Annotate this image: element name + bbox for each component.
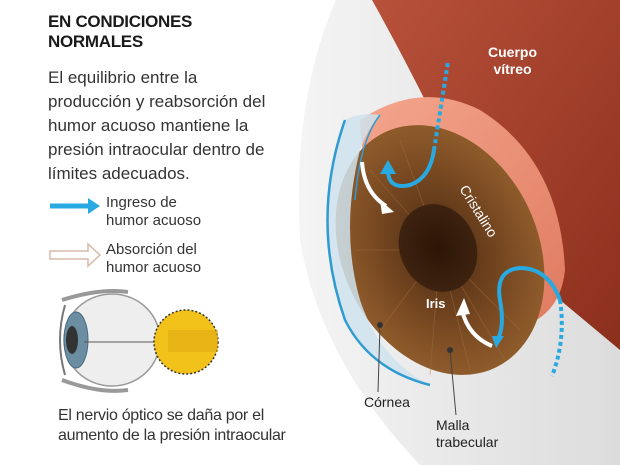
legend-inflow-line2: humor acuoso (106, 212, 202, 229)
cornea-leader-dot (377, 322, 383, 328)
circulation-arrow-bottom-head (456, 298, 470, 316)
cornea-label: Córnea (364, 394, 410, 410)
optic-nerve-illustration (59, 289, 219, 393)
mesh-label-line2: trabecular (436, 434, 499, 450)
mesh-leader-dot (447, 347, 453, 353)
intro-line: humor acuoso mantiene la (48, 116, 249, 135)
cornea-inner-line (354, 114, 381, 201)
intro-line: presión intraocular dentro de (48, 140, 265, 159)
aqueous-inflow-top-head (380, 160, 396, 174)
legend-item-inflow: Ingreso de humor acuoso (106, 194, 201, 230)
caption-line1: El nervio óptico se daña por el (58, 407, 264, 424)
legend-absorption-line1: Absorción del (106, 241, 197, 258)
heading-line2: NORMALES (48, 32, 143, 51)
aqueous-inflow-bottom-head (492, 336, 504, 348)
aqueous-dashed-bottom (550, 299, 564, 377)
cornea-outline (326, 119, 431, 387)
cornea-shape (327, 114, 430, 385)
intro-line: El equilibrio entre la (48, 68, 198, 87)
intro-line: producción y reabsorción del (48, 92, 266, 111)
solid-blue-arrow-icon (50, 198, 100, 214)
legend-item-absorption: Absorción del humor acuoso (106, 241, 201, 277)
cornea-leader (377, 324, 381, 393)
aqueous-dashed-top (432, 61, 450, 151)
intro-line: límites adecuados. (48, 164, 190, 183)
iris-label: Iris (426, 296, 446, 311)
legend-inflow-line1: Ingreso de (106, 194, 177, 211)
vitreous-label-line2: vítreo (493, 61, 532, 77)
pupil (398, 204, 478, 292)
trabecular-mesh-label: Malla trabecular (436, 417, 498, 451)
vitreous-label-line1: Cuerpo (488, 44, 537, 60)
heading-line1: EN CONDICIONES (48, 12, 193, 31)
intro-paragraph: El equilibrio entre la producción y reab… (48, 66, 298, 186)
aqueous-inflow-bottom (495, 265, 562, 342)
circulation-arrow-top-head (380, 200, 394, 214)
mesh-label-line1: Malla (436, 417, 470, 433)
outline-arrow-icon (49, 242, 102, 268)
vitreous-label: Cuerpo vítreo (488, 44, 537, 78)
caption-line2: aumento de la presión intraocular (58, 427, 286, 444)
heading: EN CONDICIONES NORMALES (48, 12, 192, 52)
aqueous-inflow-top (386, 149, 436, 188)
legend-absorption-line2: humor acuoso (106, 259, 202, 276)
mesh-leader (449, 349, 457, 416)
optic-nerve-caption: El nervio óptico se daña por el aumento … (58, 406, 286, 446)
